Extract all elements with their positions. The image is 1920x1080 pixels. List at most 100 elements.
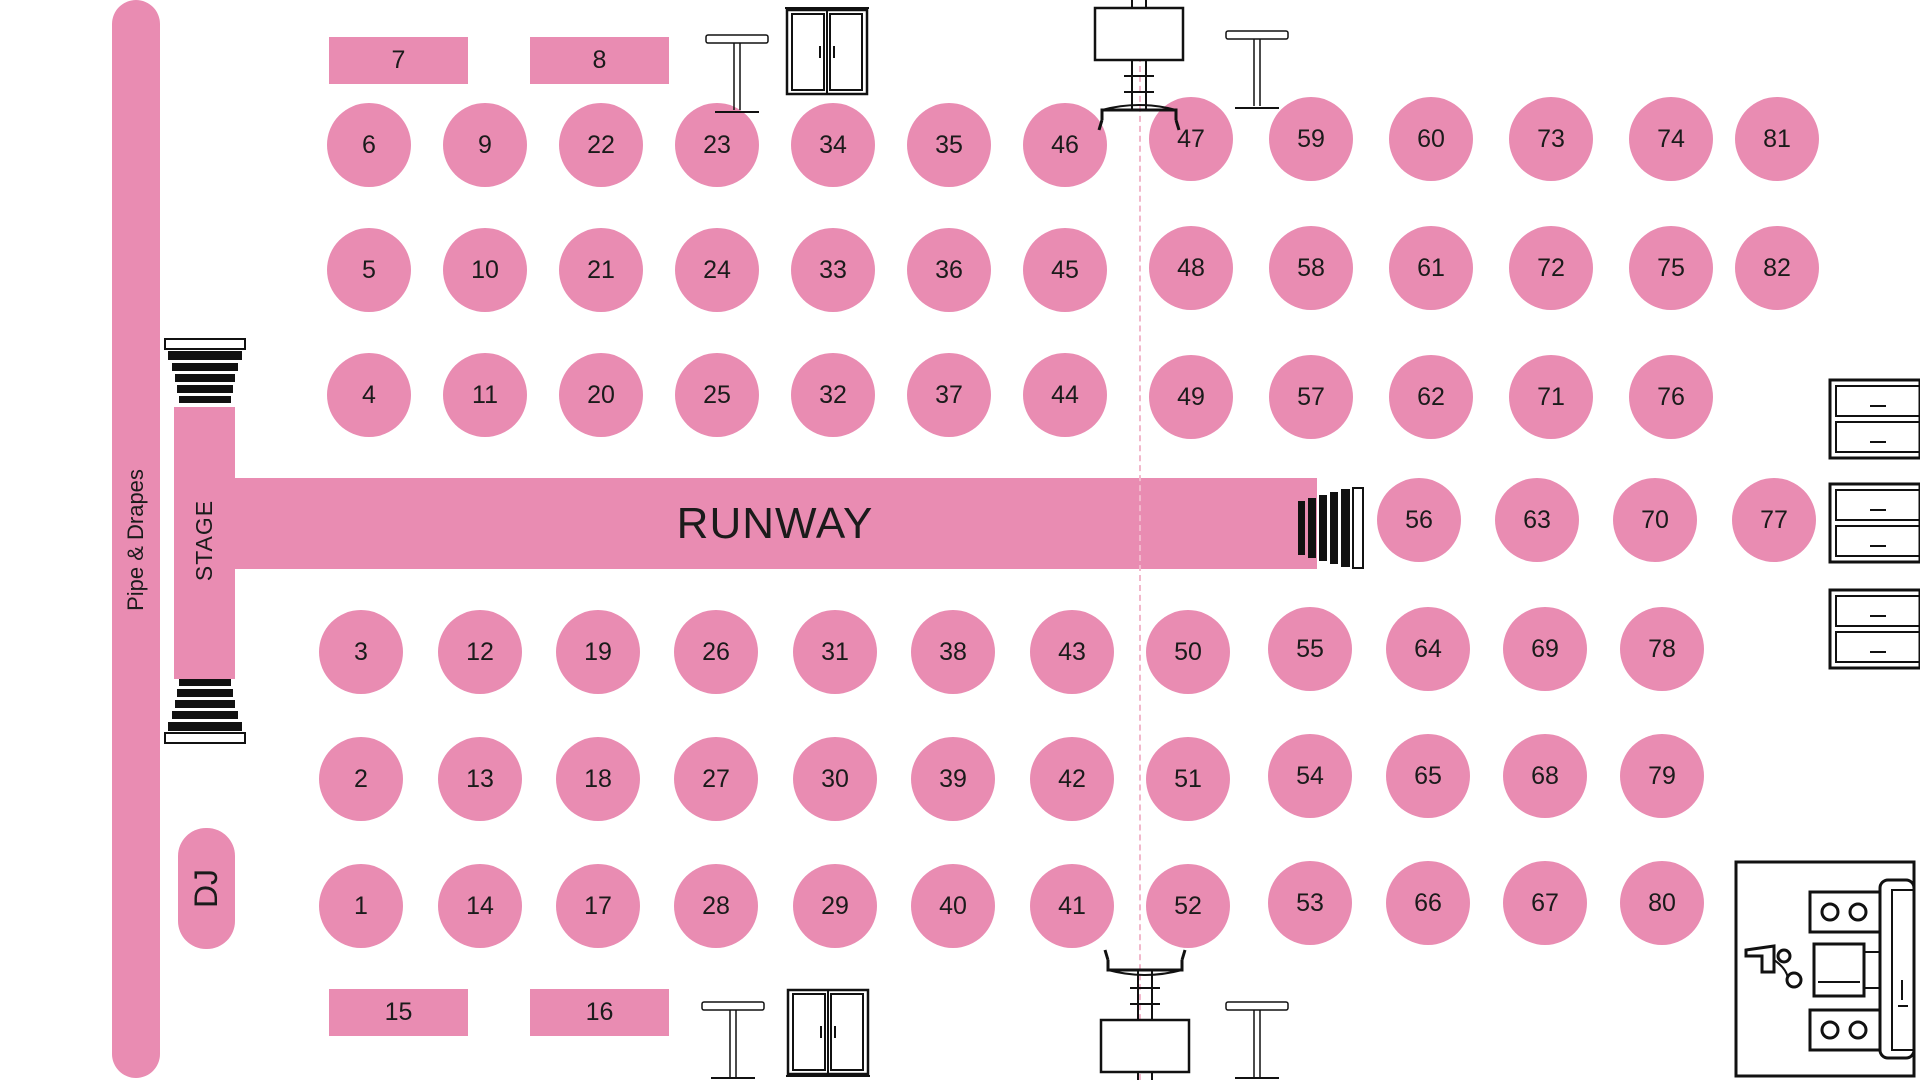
round-table[interactable]: 11 — [443, 353, 527, 437]
stairs-icon — [164, 678, 246, 744]
dj-label: DJ — [187, 868, 224, 909]
round-table[interactable]: 19 — [556, 610, 640, 694]
round-table[interactable]: 17 — [556, 864, 640, 948]
round-table[interactable]: 57 — [1269, 355, 1353, 439]
rect-table[interactable]: 15 — [329, 989, 468, 1036]
round-table[interactable]: 29 — [793, 864, 877, 948]
round-table[interactable]: 63 — [1495, 478, 1579, 562]
rect-table[interactable]: 16 — [530, 989, 669, 1036]
round-table[interactable]: 3 — [319, 610, 403, 694]
round-table[interactable]: 35 — [907, 103, 991, 187]
round-table[interactable]: 9 — [443, 103, 527, 187]
round-table[interactable]: 26 — [674, 610, 758, 694]
dresser-icon — [1828, 482, 1920, 564]
round-table[interactable]: 44 — [1023, 353, 1107, 437]
round-table[interactable]: 42 — [1030, 737, 1114, 821]
pipe-drapes-label-wrap: Pipe & Drapes — [112, 440, 160, 640]
round-table[interactable]: 23 — [675, 103, 759, 187]
round-table[interactable]: 37 — [907, 353, 991, 437]
round-table[interactable]: 58 — [1269, 226, 1353, 310]
stage — [174, 407, 235, 679]
runway — [235, 478, 1317, 569]
dresser-icon — [1828, 588, 1920, 670]
round-table[interactable]: 50 — [1146, 610, 1230, 694]
round-table[interactable]: 72 — [1509, 226, 1593, 310]
round-table[interactable]: 30 — [793, 737, 877, 821]
round-table[interactable]: 80 — [1620, 861, 1704, 945]
round-table[interactable]: 81 — [1735, 97, 1819, 181]
round-table[interactable]: 54 — [1268, 734, 1352, 818]
round-table[interactable]: 10 — [443, 228, 527, 312]
round-table[interactable]: 22 — [559, 103, 643, 187]
round-table[interactable]: 52 — [1146, 864, 1230, 948]
round-table[interactable]: 21 — [559, 228, 643, 312]
round-table[interactable]: 39 — [911, 737, 995, 821]
round-table[interactable]: 14 — [438, 864, 522, 948]
rect-table[interactable]: 8 — [530, 37, 669, 84]
round-table[interactable]: 2 — [319, 737, 403, 821]
round-table[interactable]: 25 — [675, 353, 759, 437]
round-table[interactable]: 67 — [1503, 861, 1587, 945]
camera-tripod-icon — [1099, 944, 1191, 1080]
round-table[interactable]: 18 — [556, 737, 640, 821]
round-table[interactable]: 41 — [1030, 864, 1114, 948]
round-table[interactable]: 13 — [438, 737, 522, 821]
round-table[interactable]: 62 — [1389, 355, 1473, 439]
round-table[interactable]: 1 — [319, 864, 403, 948]
round-table[interactable]: 48 — [1149, 226, 1233, 310]
round-table[interactable]: 27 — [674, 737, 758, 821]
round-table[interactable]: 74 — [1629, 97, 1713, 181]
round-table[interactable]: 4 — [327, 353, 411, 437]
round-table[interactable]: 20 — [559, 353, 643, 437]
round-table[interactable]: 51 — [1146, 737, 1230, 821]
camera-tripod-icon — [1093, 0, 1185, 136]
round-table[interactable]: 70 — [1613, 478, 1697, 562]
round-table[interactable]: 60 — [1389, 97, 1473, 181]
round-table[interactable]: 75 — [1629, 226, 1713, 310]
round-table[interactable]: 12 — [438, 610, 522, 694]
round-table[interactable]: 45 — [1023, 228, 1107, 312]
round-table[interactable]: 31 — [793, 610, 877, 694]
round-table[interactable]: 71 — [1509, 355, 1593, 439]
round-table[interactable]: 24 — [675, 228, 759, 312]
cocktail-table-icon — [701, 1001, 765, 1080]
round-table[interactable]: 36 — [907, 228, 991, 312]
pipe-drapes-label: Pipe & Drapes — [123, 469, 149, 611]
round-table[interactable]: 64 — [1386, 607, 1470, 691]
round-table[interactable]: 78 — [1620, 607, 1704, 691]
round-table[interactable]: 69 — [1503, 607, 1587, 691]
round-table[interactable]: 46 — [1023, 103, 1107, 187]
round-table[interactable]: 43 — [1030, 610, 1114, 694]
round-table[interactable]: 66 — [1386, 861, 1470, 945]
dresser-icon — [1828, 378, 1920, 460]
double-door-icon — [785, 6, 869, 96]
rect-table[interactable]: 7 — [329, 37, 468, 84]
cocktail-table-icon — [1225, 30, 1289, 110]
round-table[interactable]: 73 — [1509, 97, 1593, 181]
round-table[interactable]: 38 — [911, 610, 995, 694]
pipe-and-drapes — [112, 0, 160, 1078]
round-table[interactable]: 61 — [1389, 226, 1473, 310]
round-table[interactable]: 65 — [1386, 734, 1470, 818]
round-table[interactable]: 33 — [791, 228, 875, 312]
round-table[interactable]: 53 — [1268, 861, 1352, 945]
stairs-icon — [1297, 487, 1365, 569]
round-table[interactable]: 56 — [1377, 478, 1461, 562]
round-table[interactable]: 59 — [1269, 97, 1353, 181]
round-table[interactable]: 68 — [1503, 734, 1587, 818]
round-table[interactable]: 55 — [1268, 607, 1352, 691]
round-table[interactable]: 6 — [327, 103, 411, 187]
round-table[interactable]: 82 — [1735, 226, 1819, 310]
cocktail-table-icon — [1225, 1001, 1289, 1080]
round-table[interactable]: 34 — [791, 103, 875, 187]
round-table[interactable]: 28 — [674, 864, 758, 948]
round-table[interactable]: 49 — [1149, 355, 1233, 439]
dj-booth — [178, 828, 235, 949]
round-table[interactable]: 77 — [1732, 478, 1816, 562]
round-table[interactable]: 79 — [1620, 734, 1704, 818]
round-table[interactable]: 40 — [911, 864, 995, 948]
stage-label: STAGE — [191, 499, 218, 581]
round-table[interactable]: 5 — [327, 228, 411, 312]
round-table[interactable]: 76 — [1629, 355, 1713, 439]
round-table[interactable]: 32 — [791, 353, 875, 437]
